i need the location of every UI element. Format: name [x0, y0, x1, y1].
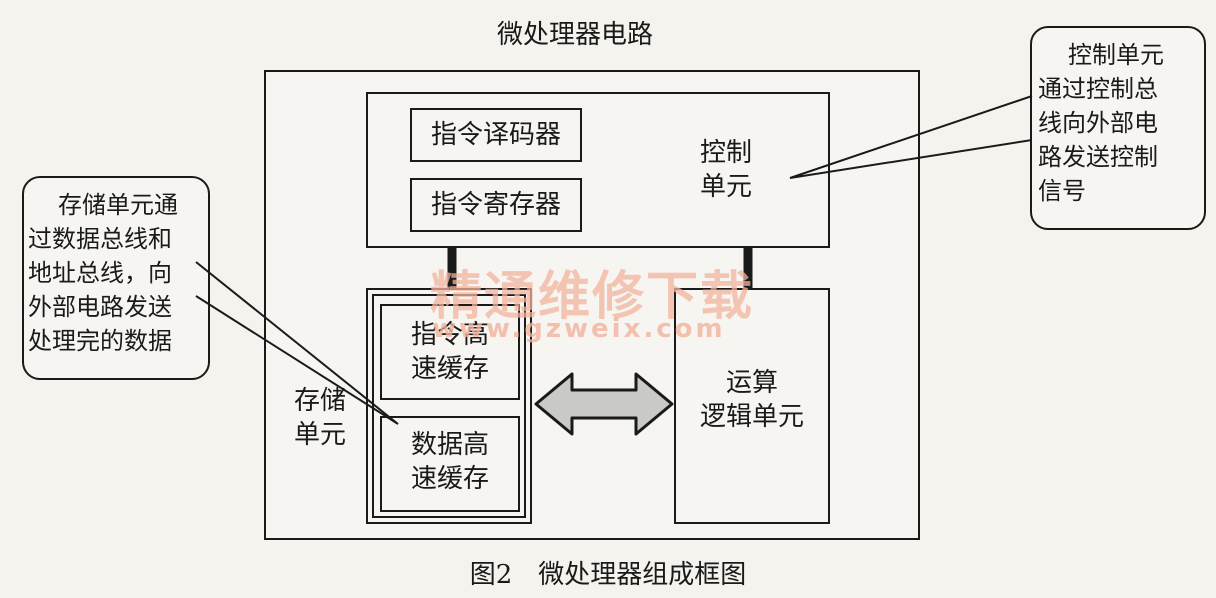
callout-right-line: 信号: [1038, 177, 1086, 205]
callout-right-line: 路发送控制: [1038, 143, 1158, 171]
alu-box: [674, 288, 830, 524]
callout-right-text: 控制单元 通过控制总 线向外部电 路发送控制 信号: [1030, 38, 1206, 208]
diagram-title: 微处理器电路: [496, 20, 653, 50]
watermark-cn: 精通维修下载: [430, 267, 755, 327]
instruction-decoder-label: 指令译码器: [430, 120, 561, 150]
callout-right-line: 线向外部电: [1038, 109, 1158, 137]
callout-left-text: 存储单元通 过数据总线和 地址总线，向 外部电路发送 处理完的数据: [22, 188, 210, 358]
data-exchange-arrow: [534, 372, 674, 436]
storage-unit-label-line1: 存储: [294, 386, 347, 416]
figure-caption: 图2 微处理器组成框图: [469, 560, 747, 590]
alu-label-line2: 逻辑单元: [699, 402, 804, 432]
callout-left-line: 处理完的数据: [28, 327, 172, 355]
alu-label-line1: 运算: [725, 368, 778, 398]
callout-left-line: 地址总线，向: [28, 259, 172, 287]
callout-left-bubble: [22, 176, 210, 380]
callout-left-line: 存储单元通: [58, 191, 178, 219]
callout-left-line: 过数据总线和: [28, 225, 172, 253]
callout-right-pointer: [789, 95, 1033, 179]
data-cache-label-line1: 数据高: [410, 430, 489, 460]
callout-right-line: 控制单元: [1068, 41, 1164, 69]
instruction-register-label: 指令寄存器: [430, 190, 561, 220]
instruction-cache-label-line2: 速缓存: [410, 354, 489, 384]
data-cache-label-line2: 速缓存: [410, 464, 489, 494]
data-cache-box: [380, 416, 520, 512]
callout-left-pointer: [195, 261, 399, 425]
storage-unit-label-line2: 单元: [294, 420, 347, 450]
watermark-url: www.gzweix.com: [432, 314, 726, 344]
callout-right-bubble: [1030, 26, 1206, 230]
callout-right-line: 通过控制总: [1038, 75, 1158, 103]
instruction-register-box: [410, 178, 582, 232]
instruction-cache-label-line1: 指令高: [410, 320, 489, 350]
callout-left-line: 外部电路发送: [28, 293, 172, 321]
control-unit-label-line2: 单元: [700, 172, 753, 202]
instruction-decoder-box: [410, 108, 582, 162]
control-unit-label-line1: 控制: [700, 138, 753, 168]
instruction-cache-box: [380, 304, 520, 400]
